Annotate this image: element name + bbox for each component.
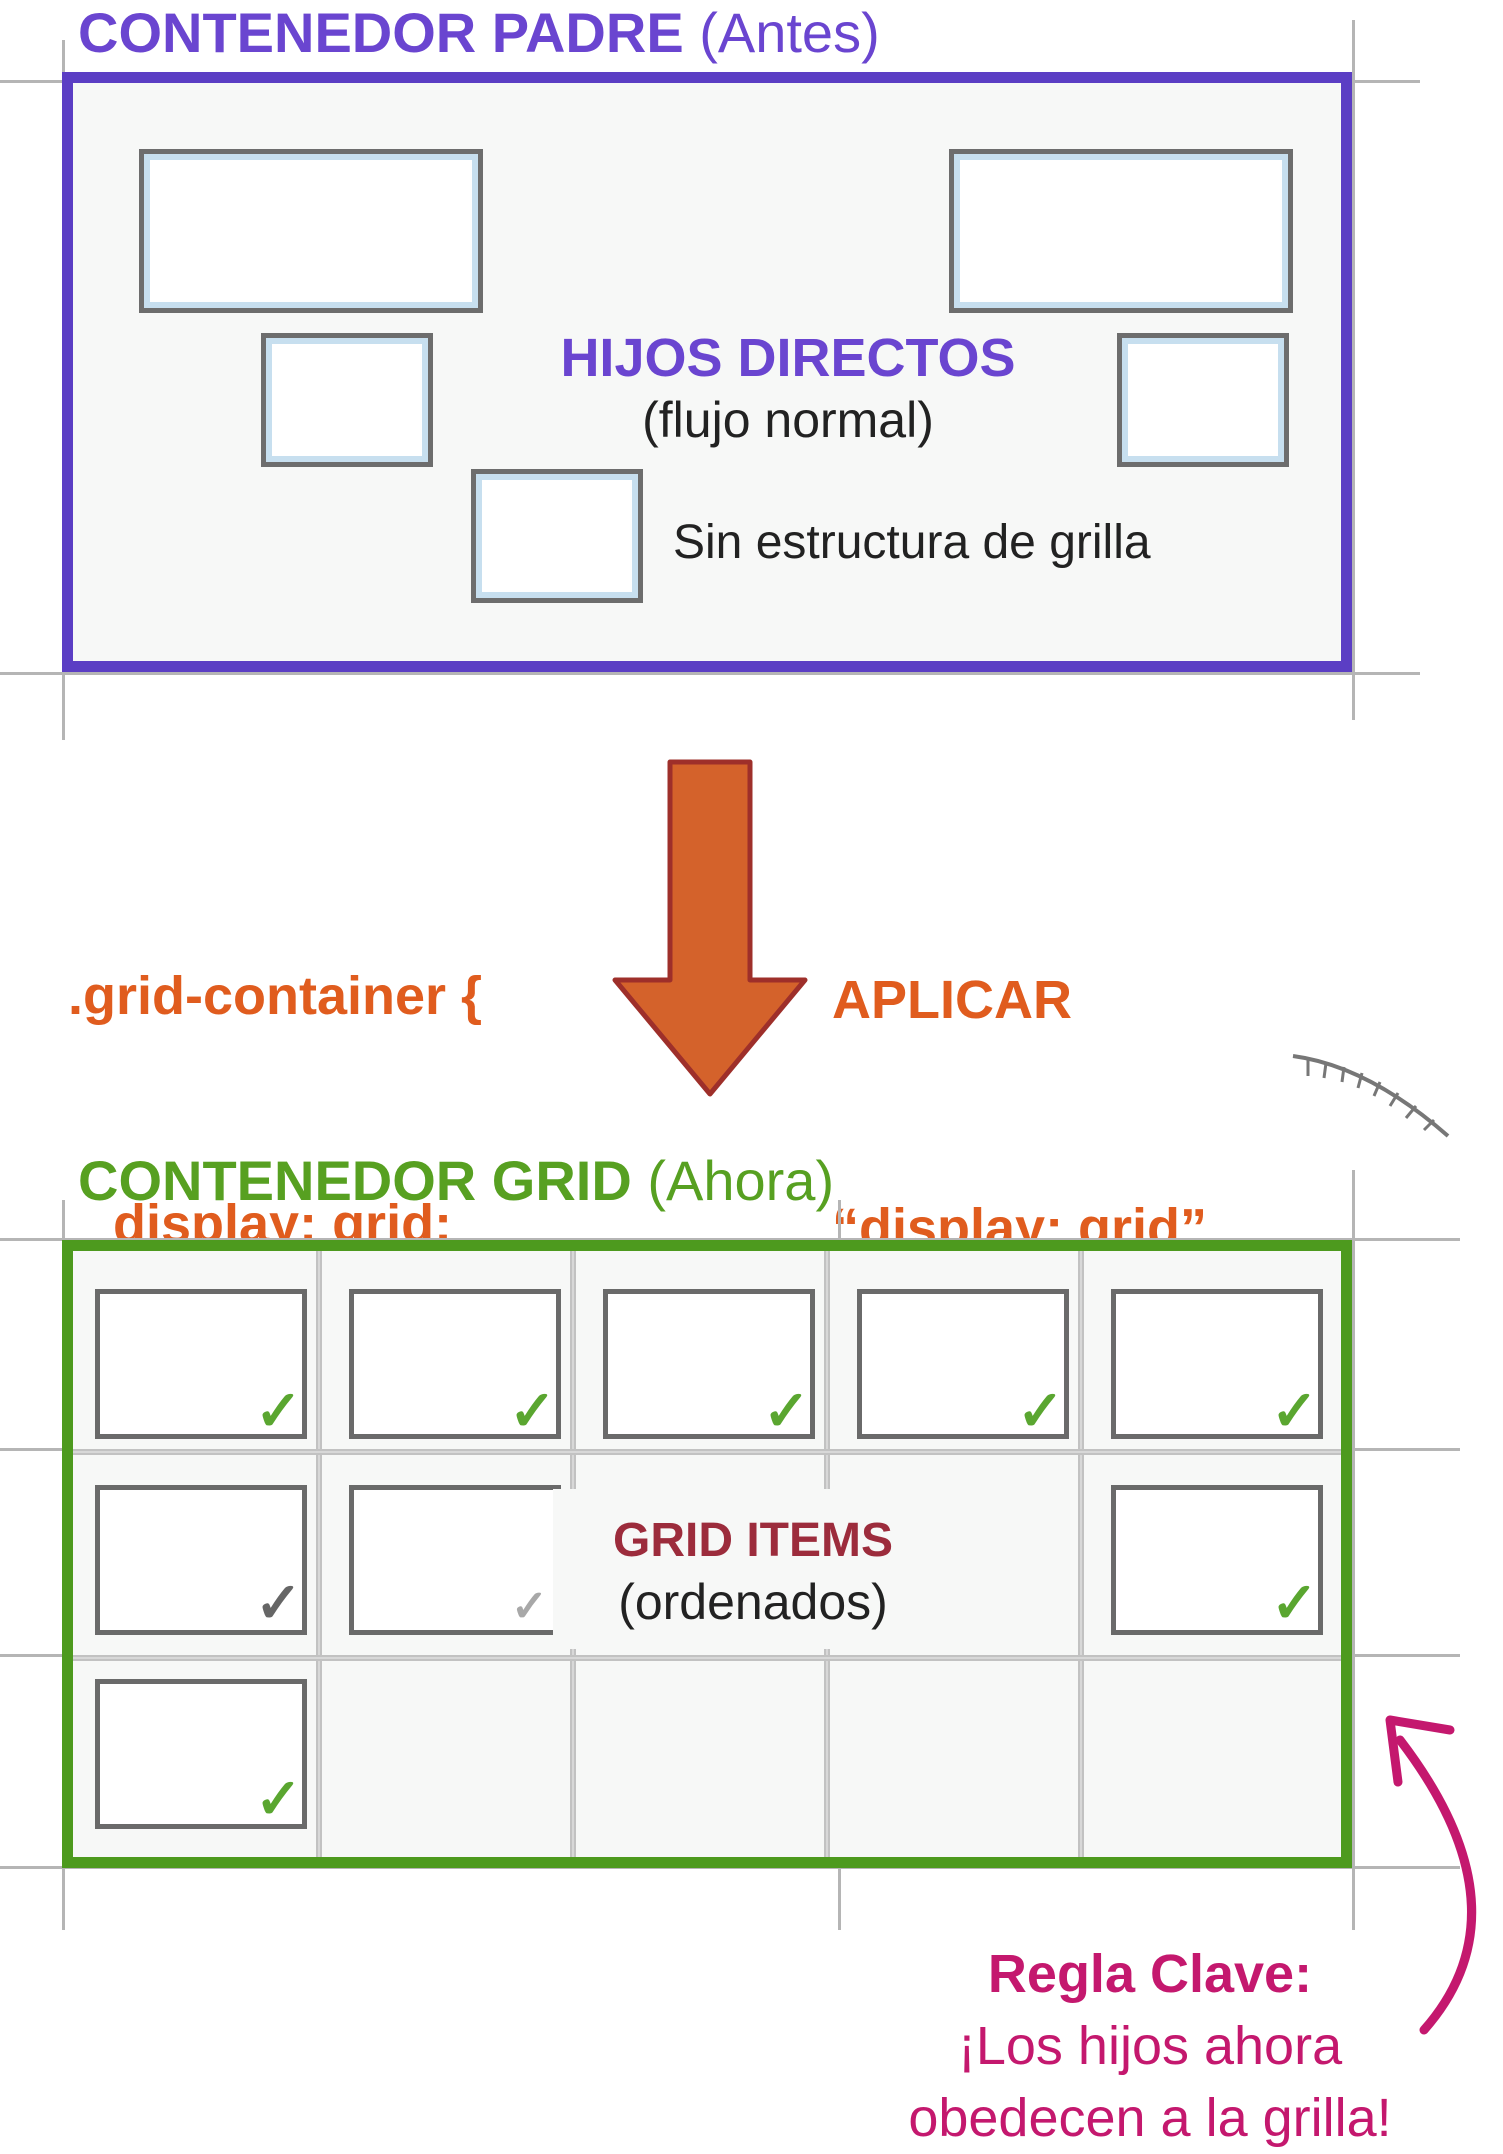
grid-item (95, 1485, 307, 1635)
grid-item (603, 1289, 815, 1439)
after-title: CONTENEDOR GRID (Ahora) (78, 1148, 834, 1213)
grid-item (857, 1289, 1069, 1439)
grid-line (316, 1251, 322, 1857)
down-arrow-icon (612, 759, 808, 1097)
check-icon: ✓ (1271, 1379, 1318, 1442)
curved-arrow-icon (1385, 1715, 1476, 2035)
ruler-sketch-icon (1292, 1054, 1450, 1138)
grid-item (95, 1679, 307, 1829)
key-rule: Regla Clave: ¡Los hijos ahora obedecen a… (870, 1938, 1430, 2154)
grid-item (1111, 1485, 1323, 1635)
check-icon: ✓ (255, 1379, 302, 1442)
child-box (1117, 333, 1289, 467)
key-rule-line3: obedecen a la grilla! (908, 2088, 1392, 2148)
children-sublabel: (flujo normal) (642, 392, 934, 448)
grid-item (1111, 1289, 1323, 1439)
child-box (471, 469, 643, 603)
grid-line (73, 1655, 1341, 1661)
key-rule-title: Regla Clave: (987, 1944, 1313, 2004)
check-icon: ✓ (255, 1571, 302, 1634)
grid-item (349, 1289, 561, 1439)
check-icon: ✓ (509, 1379, 556, 1442)
sketch-line (0, 672, 1420, 675)
no-grid-note: Sin estructura de grilla (673, 516, 1151, 569)
before-title-light: (Antes) (683, 1, 880, 64)
check-icon: ✓ (255, 1767, 302, 1830)
parent-container-before: HIJOS DIRECTOS (flujo normal) Sin estruc… (62, 72, 1352, 672)
child-box (949, 149, 1293, 313)
check-icon: ✓ (1271, 1571, 1318, 1634)
grid-line (1078, 1251, 1084, 1857)
grid-item (95, 1289, 307, 1439)
after-title-bold: CONTENEDOR GRID (78, 1149, 632, 1212)
check-icon: ✓ (763, 1379, 810, 1442)
sketch-line (0, 1238, 1460, 1241)
children-label: HIJOS DIRECTOS (560, 328, 1016, 388)
grid-container-after: ✓ ✓ ✓ ✓ ✓ ✓ ✓ ✓ GRID ITEMS (ordenados) ✓ (62, 1240, 1352, 1868)
grid-items-label-backdrop (553, 1489, 953, 1649)
grid-items-sublabel: (ordenados) (618, 1574, 888, 1630)
check-icon: ✓ (1017, 1379, 1064, 1442)
grid-items-label: GRID ITEMS (612, 1514, 893, 1567)
check-icon: ✓ (511, 1582, 548, 1631)
apply-line1: APLICAR (832, 970, 1072, 1030)
before-title-bold: CONTENEDOR PADRE (78, 1, 684, 64)
child-box (261, 333, 433, 467)
sketch-line (1352, 1170, 1355, 1930)
code-line: .grid-container { (68, 966, 483, 1026)
grid-item (349, 1485, 561, 1635)
key-rule-line2: ¡Los hijos ahora (957, 2016, 1343, 2076)
after-title-light: (Ahora) (631, 1149, 835, 1212)
before-title: CONTENEDOR PADRE (Antes) (78, 0, 880, 65)
sketch-line (1352, 20, 1355, 720)
child-box (139, 149, 483, 313)
grid-line (73, 1449, 1341, 1455)
